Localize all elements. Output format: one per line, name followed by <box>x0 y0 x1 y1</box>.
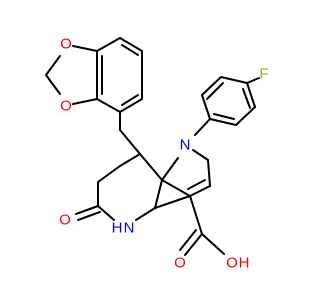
lactam-carbonyl-bonds <box>75 205 101 221</box>
dioxole-oxygen-bottom-label: O <box>60 98 72 115</box>
c-f-bond <box>246 77 260 84</box>
pyrrole-nitrogen-label: N <box>180 137 191 154</box>
molecule-structure-diagram: O O F N H N O O O H <box>0 0 300 300</box>
acid-carbonyl-oxygen-label: O <box>174 255 186 272</box>
amide-nitrogen-label: N <box>124 220 135 237</box>
dioxole-ring-bonds <box>45 45 98 105</box>
c7-sidechain-bond <box>119 129 141 155</box>
n-aryl-bond <box>194 118 211 136</box>
pyridinone-ring-bonds <box>97 153 163 221</box>
acid-hydroxyl-oxygen-label: O <box>226 255 238 272</box>
fluorine-label: F <box>259 66 268 83</box>
benzodioxole-benzene-bonds <box>96 37 143 113</box>
canvas-background <box>0 0 300 300</box>
amide-hydrogen-label: H <box>112 220 123 237</box>
pyrrole-ring-bonds <box>154 149 211 209</box>
carboxylic-acid-bonds <box>179 195 225 256</box>
acid-hydroxyl-hydrogen-label: H <box>239 255 250 272</box>
lactam-oxygen-label: O <box>59 212 71 229</box>
dioxole-oxygen-top-label: O <box>60 36 72 53</box>
fluorophenyl-ring-bonds <box>201 76 256 126</box>
